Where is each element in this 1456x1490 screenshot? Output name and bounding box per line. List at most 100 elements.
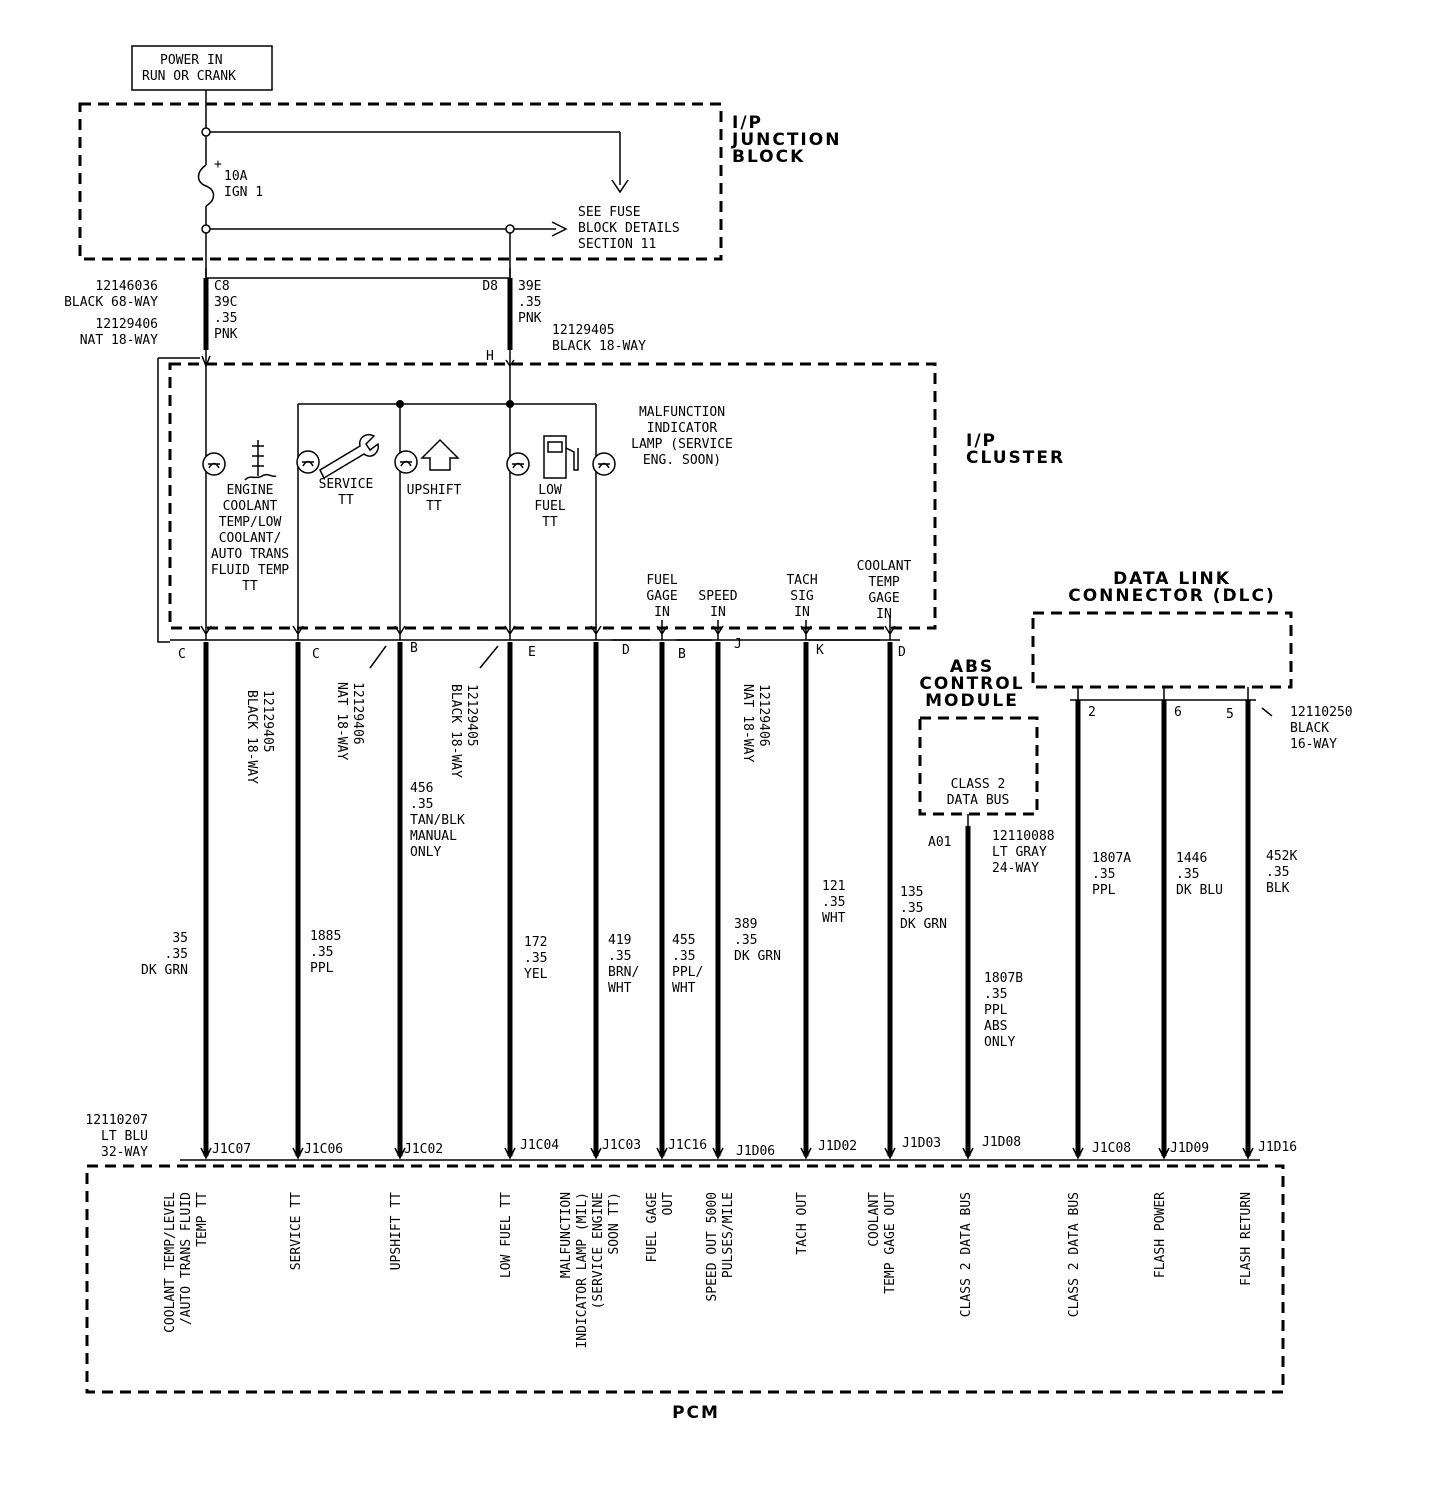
ip-cluster-box bbox=[168, 362, 937, 630]
label-line: .35 bbox=[900, 901, 923, 916]
label-line: LT BLU bbox=[101, 1129, 148, 1144]
label-line: LT GRAY bbox=[992, 845, 1047, 860]
label-line: I/P bbox=[732, 113, 763, 133]
label-line: CONTROL bbox=[919, 674, 1024, 694]
label-line: TACH bbox=[786, 573, 817, 588]
label-line: CLASS 2 DATA BUS bbox=[959, 1192, 974, 1317]
fuse-symbol bbox=[197, 164, 215, 207]
label-line: PPL bbox=[984, 1003, 1008, 1018]
arrow-icon bbox=[505, 359, 515, 368]
pcm-title: PCM bbox=[672, 1403, 720, 1423]
label-line: DATA LINK bbox=[1113, 569, 1231, 589]
label-line: AUTO TRANS bbox=[211, 547, 289, 562]
label-line: UPSHIFT TT bbox=[389, 1192, 404, 1270]
arrow-icon bbox=[611, 179, 629, 194]
label-line: BLACK 18-WAY bbox=[448, 684, 463, 778]
pin-arrow-icon bbox=[504, 625, 516, 636]
pcm-pin-label: J1C04 bbox=[520, 1138, 559, 1153]
pin-arrow-icon bbox=[200, 625, 212, 636]
pin-arrow-icon bbox=[1242, 1147, 1254, 1160]
label-line: SOON TT) bbox=[607, 1192, 622, 1255]
label-line: ONLY bbox=[410, 845, 441, 860]
pin-arrow-icon bbox=[962, 1147, 974, 1160]
upshift-arrow-icon bbox=[420, 438, 460, 471]
label-line: 12129405 bbox=[260, 690, 275, 753]
label-line: TEMP bbox=[868, 575, 899, 590]
label-line: TT bbox=[338, 493, 354, 508]
pin-arrow-icon bbox=[884, 625, 896, 636]
pin-arrow-icon bbox=[656, 1147, 668, 1160]
label-line: WHT bbox=[822, 911, 846, 926]
label-line: (SERVICE ENGINE bbox=[591, 1192, 606, 1309]
pin-arrow-icon bbox=[394, 625, 406, 636]
label-line: GAGE bbox=[646, 589, 677, 604]
label-line: CONNECTOR (DLC) bbox=[1068, 586, 1276, 606]
splice bbox=[505, 224, 515, 234]
label-line: .35 bbox=[984, 987, 1007, 1002]
label-line: I/P bbox=[966, 431, 997, 451]
pcm-function-label: FLASH POWER bbox=[1153, 1192, 1168, 1278]
label-line: BRN/ bbox=[608, 965, 639, 980]
pcm-function-label: FUEL GAGEOUT bbox=[645, 1192, 676, 1263]
dlc-box bbox=[1031, 611, 1293, 689]
pin-label: J bbox=[734, 637, 742, 652]
label-line: TT bbox=[542, 515, 558, 530]
label-line: SIG bbox=[790, 589, 814, 604]
label-line: .35 bbox=[165, 947, 188, 962]
label-line: 24-WAY bbox=[992, 861, 1039, 876]
label-line: PPL/ bbox=[672, 965, 703, 980]
label-line: 32-WAY bbox=[101, 1145, 148, 1160]
label-line: MALFUNCTION bbox=[639, 405, 725, 420]
label-line: WHT bbox=[672, 981, 696, 996]
wrench-icon bbox=[319, 434, 380, 480]
label-line: CLUSTER bbox=[966, 448, 1065, 468]
label-line: COOLANT TEMP/LEVEL bbox=[163, 1192, 178, 1333]
pin-arrow-icon bbox=[504, 1147, 516, 1160]
label-line: 455 bbox=[672, 933, 695, 948]
arrow-icon bbox=[201, 355, 211, 369]
label-line: 1807B bbox=[984, 971, 1023, 986]
pin-label: D bbox=[898, 645, 906, 660]
label-line: BLK bbox=[1266, 881, 1290, 896]
connector-label: 12129406NAT 18-WAY bbox=[740, 684, 771, 762]
label-line: 10A bbox=[224, 169, 248, 184]
label-line: 135 bbox=[900, 885, 923, 900]
label-line: FUEL bbox=[534, 499, 565, 514]
label-line: 389 bbox=[734, 917, 757, 932]
label-line: 12129406 bbox=[95, 317, 158, 332]
label-line: 12146036 bbox=[95, 279, 158, 294]
connector-label: 12129405BLACK 18-WAY bbox=[244, 690, 275, 784]
label-line: IGN 1 bbox=[224, 185, 263, 200]
pin-label: D8 bbox=[482, 279, 498, 294]
label-line: COOLANT bbox=[857, 559, 912, 574]
pcm-pin-label: J1C16 bbox=[668, 1138, 707, 1153]
label-line: SPEED OUT 5000 bbox=[705, 1192, 720, 1302]
connector-bracket bbox=[157, 357, 200, 643]
pcm-function-label: CLASS 2 DATA BUS bbox=[1067, 1192, 1082, 1317]
label-line: PPL bbox=[310, 961, 334, 976]
label-line: COOLANT/ bbox=[219, 531, 282, 546]
label-line: ABS bbox=[950, 657, 994, 677]
label-line: .35 bbox=[1176, 867, 1199, 882]
pcm-pin-label: J1D02 bbox=[818, 1139, 857, 1154]
label-line: DK BLU bbox=[1176, 883, 1223, 898]
pin-label: A01 bbox=[928, 835, 951, 850]
pcm-pin-label: J1D03 bbox=[902, 1136, 941, 1151]
label-line: MANUAL bbox=[410, 829, 457, 844]
